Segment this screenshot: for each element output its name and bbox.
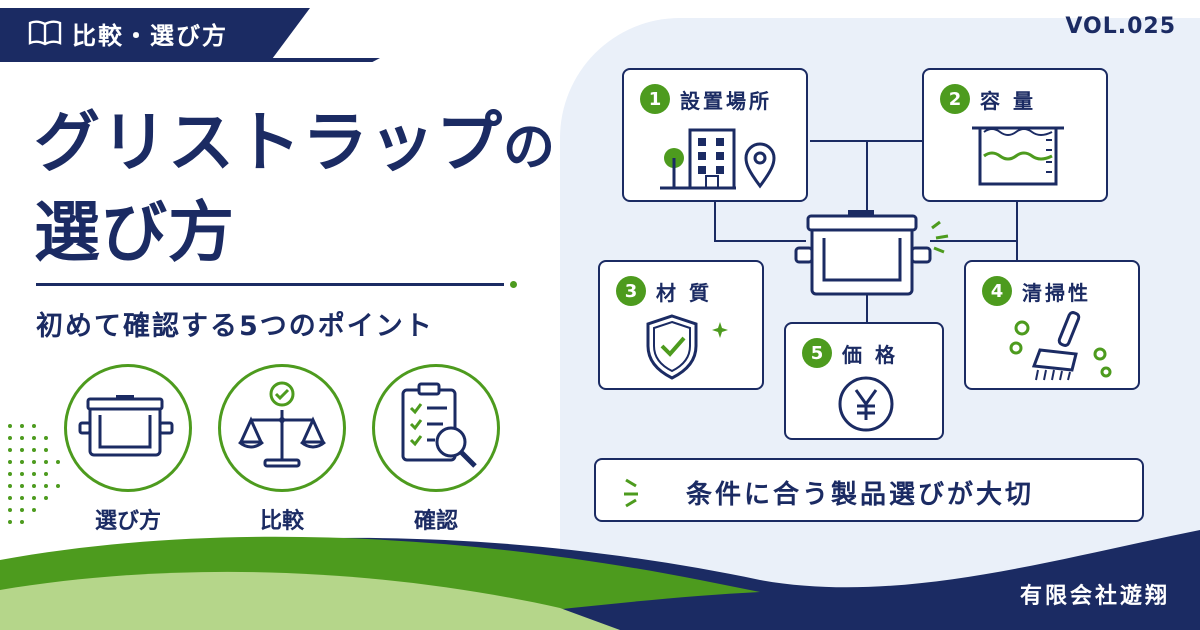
- page-title-line2: 選び方: [34, 194, 235, 271]
- open-book-icon: [28, 20, 62, 46]
- dot-pattern: [8, 424, 60, 524]
- feature-label-select: 選び方: [94, 509, 161, 534]
- connector: [1016, 202, 1018, 262]
- tank-water-level-icon: [972, 126, 1064, 186]
- title-main-text: グリストラップ: [34, 104, 503, 181]
- page-subtitle: 初めて確認する5つのポイント: [36, 311, 434, 342]
- point-number-badge: 1: [640, 84, 670, 114]
- point-title: 清掃性: [1022, 280, 1091, 305]
- point-number-badge: 3: [616, 276, 646, 306]
- feature-label-compare: 比較: [259, 509, 304, 534]
- title-divider: [36, 283, 504, 286]
- point-card-location: 1 設置場所: [622, 68, 808, 202]
- connector: [714, 240, 806, 242]
- feature-circle-select: [64, 364, 192, 492]
- connector: [866, 140, 868, 214]
- point-card-cleanability: 4 清掃性: [964, 260, 1140, 390]
- feature-circle-compare: [218, 364, 346, 492]
- balance-scale-icon: [238, 381, 326, 468]
- card-header: 4 清掃性: [982, 276, 1091, 306]
- connector: [930, 240, 1018, 242]
- point-title: 材 質: [656, 280, 712, 305]
- connector: [866, 292, 868, 322]
- building-location-icon: [660, 128, 776, 190]
- point-title: 容 量: [980, 88, 1036, 113]
- grease-trap-illustration: [794, 210, 949, 296]
- point-card-price: 5 価 格: [784, 322, 944, 440]
- volume-number: VOL.025: [1065, 14, 1176, 39]
- connector: [714, 202, 716, 242]
- category-tag: 比較・選び方: [0, 8, 310, 58]
- feature-label-confirm: 確認: [413, 509, 458, 534]
- title-particle: の: [503, 118, 557, 178]
- grease-trap-icon: [78, 395, 174, 457]
- page-title-line1: グリストラップの: [34, 98, 556, 193]
- point-title: 価 格: [842, 342, 898, 367]
- card-header: 2 容 量: [940, 84, 1036, 114]
- conclusion-text: 条件に合う製品選びが大切: [686, 480, 1035, 510]
- company-name: 有限会社遊翔: [1019, 584, 1170, 609]
- divider-dot: [510, 281, 517, 288]
- point-title: 設置場所: [680, 88, 772, 113]
- card-header: 3 材 質: [616, 276, 712, 306]
- point-number-badge: 2: [940, 84, 970, 114]
- card-header: 1 設置場所: [640, 84, 772, 114]
- tag-underline: [0, 58, 380, 62]
- point-number-badge: 5: [802, 338, 832, 368]
- yen-icon: [838, 376, 894, 432]
- card-header: 5 価 格: [802, 338, 898, 368]
- category-tag-label: 比較・選び方: [72, 21, 228, 50]
- brush-icon: [1009, 311, 1112, 381]
- checklist-search-icon: [401, 382, 477, 468]
- emphasis-lines-icon: [624, 478, 638, 508]
- point-card-material: 3 材 質: [598, 260, 764, 390]
- point-number-badge: 4: [982, 276, 1012, 306]
- point-card-capacity: 2 容 量: [922, 68, 1108, 202]
- shield-check-icon: [646, 314, 728, 380]
- conclusion-banner: 条件に合う製品選びが大切: [594, 458, 1144, 522]
- feature-circle-confirm: [372, 364, 500, 492]
